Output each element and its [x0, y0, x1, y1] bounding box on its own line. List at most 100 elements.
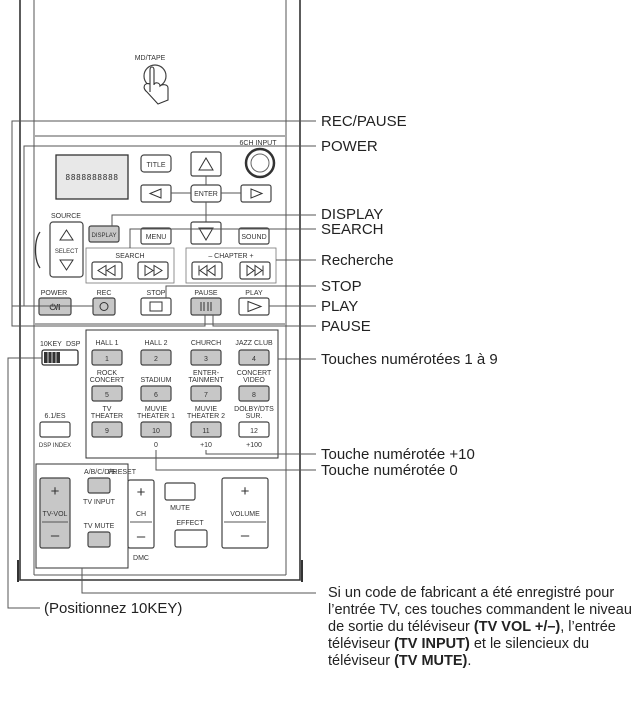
svg-text:THEATER 1: THEATER 1	[137, 413, 175, 420]
tv-vol-button[interactable]	[39, 477, 71, 549]
svg-text:–: –	[241, 527, 250, 544]
play-icon	[247, 300, 263, 313]
callout-numbered-0: Touche numérotée 0	[321, 462, 458, 479]
svg-text:JAZZ CLUB: JAZZ CLUB	[235, 340, 273, 347]
up-button[interactable]	[190, 151, 222, 177]
right-button[interactable]	[240, 184, 272, 203]
source-select-button[interactable]	[49, 221, 84, 278]
svg-text:PRESET: PRESET	[108, 469, 137, 476]
tv-control-note: Si un code de fabricant a été enregistré…	[328, 585, 632, 669]
menu-button[interactable]	[140, 227, 172, 245]
chapter-group-label: – CHAPTER +	[208, 253, 253, 260]
callout-display: DISPLAY	[321, 206, 383, 223]
display-window	[55, 154, 129, 200]
svg-text:REC: REC	[97, 290, 112, 297]
svg-text:DOLBY/DTS: DOLBY/DTS	[234, 406, 274, 413]
svg-text:+100: +100	[246, 442, 262, 449]
svg-text:+: +	[51, 483, 60, 500]
svg-text:PLAY: PLAY	[245, 290, 263, 297]
svg-text:VOLUME: VOLUME	[230, 511, 260, 518]
key-1-button[interactable]	[91, 349, 123, 366]
key-9-button[interactable]	[91, 421, 123, 438]
key-10-button[interactable]	[140, 421, 172, 438]
tv-input-button[interactable]	[87, 477, 111, 494]
svg-text:MUTE: MUTE	[170, 505, 190, 512]
search-group-label: SEARCH	[115, 253, 144, 260]
svg-text:CH: CH	[136, 511, 146, 518]
svg-text:CHURCH: CHURCH	[191, 340, 221, 347]
ch-button[interactable]	[127, 479, 155, 549]
callout-numbered-1-9: Touches numérotées 1 à 9	[321, 351, 498, 368]
key-7-button[interactable]	[190, 385, 222, 402]
right-arrow-icon	[250, 188, 264, 199]
effect-button[interactable]	[174, 529, 208, 548]
search-leader	[129, 228, 316, 248]
rec-pause-leader	[11, 120, 316, 327]
svg-text:–: –	[51, 527, 60, 544]
es-button[interactable]	[39, 421, 71, 438]
key-8-button[interactable]	[238, 385, 270, 402]
svg-text:DISPLAY: DISPLAY	[92, 233, 117, 239]
key-4-button[interactable]	[238, 349, 270, 366]
svg-text:VIDEO: VIDEO	[243, 377, 265, 384]
svg-text:7: 7	[204, 392, 208, 399]
play-button[interactable]	[238, 297, 270, 316]
key-2-button[interactable]	[140, 349, 172, 366]
source-up-icon	[59, 229, 74, 241]
key-11-button[interactable]	[190, 421, 222, 438]
position-10key-leader	[7, 357, 42, 609]
key-5-button[interactable]	[91, 385, 123, 402]
svg-text:A/B/C/D/E: A/B/C/D/E	[84, 469, 116, 476]
svg-text:TAINMENT: TAINMENT	[188, 377, 224, 384]
svg-text:1: 1	[105, 356, 109, 363]
up-arrow-icon	[198, 157, 214, 171]
numbered-0-leader	[155, 450, 316, 471]
svg-text:9: 9	[105, 428, 109, 435]
svg-text:SELECT: SELECT	[55, 249, 79, 255]
key-6-button[interactable]	[140, 385, 172, 402]
remote-body	[19, 0, 301, 581]
svg-text:3: 3	[204, 356, 208, 363]
tv-mute-button[interactable]	[87, 531, 111, 548]
mute-button[interactable]	[164, 482, 196, 501]
fast-forward-icon	[144, 264, 163, 277]
key-3-button[interactable]	[190, 349, 222, 366]
volume-button[interactable]	[221, 477, 269, 549]
title-button[interactable]	[140, 154, 172, 173]
pause-icon	[200, 302, 212, 311]
rec-button[interactable]	[92, 297, 116, 316]
left-button[interactable]	[140, 184, 172, 203]
svg-text:11: 11	[202, 428, 209, 435]
svg-text:DSP: DSP	[66, 341, 81, 348]
svg-text:STOP: STOP	[147, 290, 166, 297]
left-arrow-icon	[148, 188, 162, 199]
svg-text:DMC: DMC	[133, 555, 149, 562]
svg-text:THEATER: THEATER	[91, 413, 123, 420]
svg-text:MENU: MENU	[146, 234, 167, 241]
power-icon: ⏻/I	[50, 303, 61, 312]
svg-text:ENTER-: ENTER-	[193, 370, 220, 377]
svg-text:ROCK: ROCK	[97, 370, 118, 377]
svg-text:ENTER: ENTER	[194, 191, 218, 198]
callout-rec-pause: REC/PAUSE	[321, 113, 407, 130]
key-12-button[interactable]	[238, 421, 270, 438]
svg-text:+10: +10	[200, 442, 212, 449]
svg-text:POWER: POWER	[41, 290, 67, 297]
6ch-input-button[interactable]	[244, 147, 276, 179]
svg-text:TV: TV	[103, 406, 112, 413]
svg-text:TITLE: TITLE	[146, 162, 165, 169]
svg-text:12: 12	[250, 428, 258, 435]
pause-button[interactable]	[190, 297, 222, 316]
stop-leader	[165, 285, 316, 298]
stop-button[interactable]	[140, 297, 172, 316]
down-arrow-icon	[198, 227, 214, 241]
svg-text:6: 6	[154, 392, 158, 399]
svg-text:SUR.: SUR.	[246, 413, 263, 420]
callout-recherche: Recherche	[321, 252, 394, 269]
callout-search: SEARCH	[321, 221, 384, 238]
numeric-key-panel	[85, 329, 279, 459]
display-button[interactable]	[88, 225, 120, 243]
sound-button[interactable]	[238, 227, 270, 245]
svg-text:6.1/ES: 6.1/ES	[44, 413, 65, 420]
power-leader	[23, 145, 316, 307]
